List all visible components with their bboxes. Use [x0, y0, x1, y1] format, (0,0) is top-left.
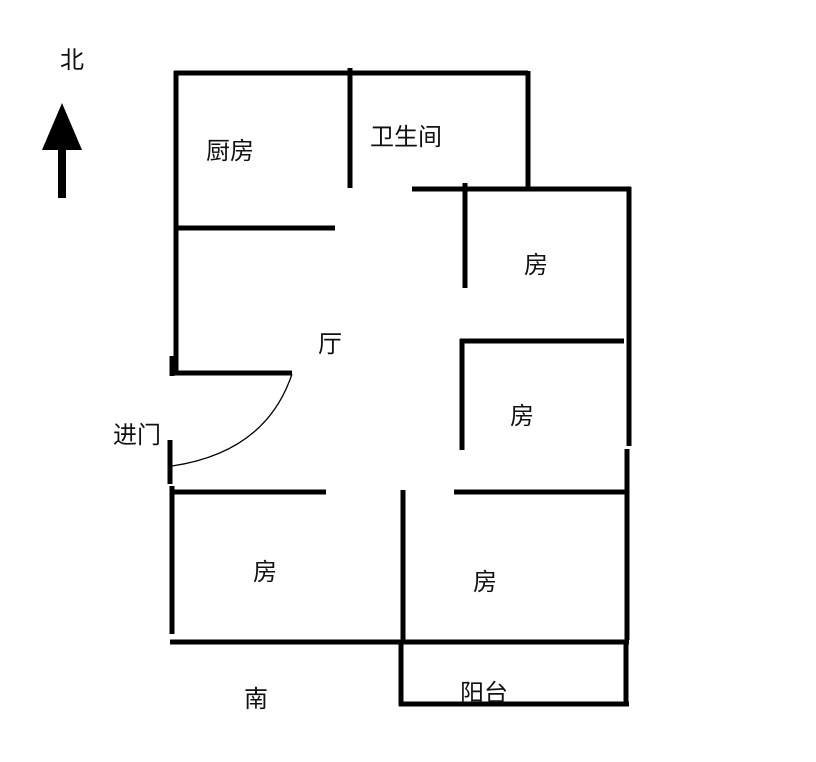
room-bedroom-mid-label: 房: [510, 402, 534, 430]
room-balcony-label: 阳台: [460, 679, 508, 707]
room-living-label: 厅: [318, 330, 342, 358]
room-bedroom-sw-label: 房: [253, 558, 277, 586]
room-bedroom-ne-label: 房: [524, 251, 548, 279]
north-arrow-icon: [42, 103, 82, 198]
south-label: 南: [244, 685, 268, 713]
room-bathroom-label: 卫生间: [370, 123, 442, 151]
north-label: 北: [60, 46, 84, 74]
entry-door-swing: [171, 373, 293, 467]
walls: [167, 68, 632, 707]
room-bedroom-se-label: 房: [473, 568, 497, 596]
room-kitchen-label: 厨房: [206, 137, 254, 165]
entrance-label: 进门: [113, 421, 161, 449]
